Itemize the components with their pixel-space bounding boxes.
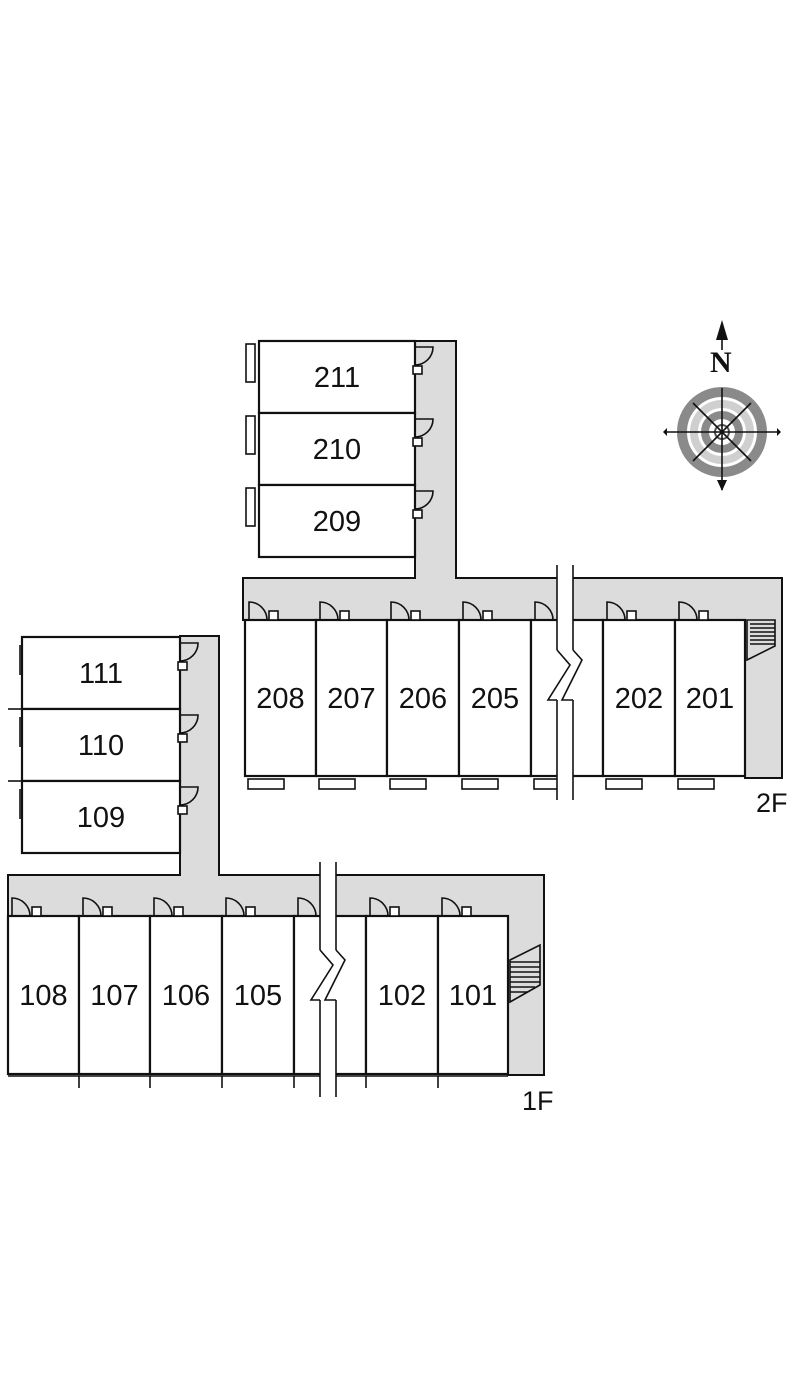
stairs-icon <box>509 943 541 1004</box>
break-mark <box>546 565 583 800</box>
unit-number-105: 105 <box>234 980 282 1012</box>
unit-number-109: 109 <box>77 802 125 834</box>
balconies-1f <box>8 1075 508 1088</box>
unit-number-201: 201 <box>686 683 734 715</box>
floor-label-1f: 1F <box>522 1086 554 1116</box>
stairs-icon <box>746 619 776 662</box>
unit-number-106: 106 <box>162 980 210 1012</box>
unit-201[interactable] <box>673 618 747 778</box>
unit-205[interactable] <box>457 618 533 778</box>
unit-110[interactable] <box>20 707 182 783</box>
compass-rose-icon: N <box>663 320 781 491</box>
unit-number-110: 110 <box>78 730 124 762</box>
compass-north-label: N <box>710 346 732 379</box>
break-mark <box>309 862 346 1097</box>
unit-number-210: 210 <box>313 434 361 466</box>
door-icon <box>177 642 199 815</box>
unit-number-111: 111 <box>79 658 123 690</box>
unit-106[interactable] <box>148 914 224 1076</box>
unit-number-209: 209 <box>313 506 361 538</box>
unit-number-102: 102 <box>378 980 426 1012</box>
unit-102[interactable] <box>364 914 440 1076</box>
unit-108[interactable] <box>6 914 81 1076</box>
unit-number-208: 208 <box>256 683 304 715</box>
unit-number-101: 101 <box>449 980 497 1012</box>
unit-number-108: 108 <box>19 980 67 1012</box>
balconies-2f <box>247 778 715 790</box>
unit-109[interactable] <box>20 779 182 855</box>
floor-1f: 1F <box>6 635 554 1116</box>
unit-206[interactable] <box>385 618 461 778</box>
unit-number-202: 202 <box>615 683 663 715</box>
unit-101[interactable] <box>436 914 510 1076</box>
unit-number-107: 107 <box>90 980 138 1012</box>
unit-210[interactable] <box>257 411 417 487</box>
door-icon <box>11 897 472 917</box>
balcony-209 <box>245 487 256 527</box>
balcony-211 <box>245 343 256 383</box>
door-icon <box>248 601 709 621</box>
unit-number-211: 211 <box>314 362 360 394</box>
balcony-210 <box>245 415 256 455</box>
unit-number-207: 207 <box>327 683 375 715</box>
door-icon <box>412 346 434 519</box>
balconies-1f-upper <box>8 645 22 819</box>
unit-number-205: 205 <box>471 683 519 715</box>
unit-number-206: 206 <box>399 683 447 715</box>
floor-2f: 2F <box>242 339 788 818</box>
unit-labels: 211 210 209 208 207 206 205 202 201 111 110 109 108 1… <box>19 362 734 1012</box>
unit-209[interactable] <box>257 483 417 559</box>
floor-label-2f: 2F <box>756 788 788 818</box>
